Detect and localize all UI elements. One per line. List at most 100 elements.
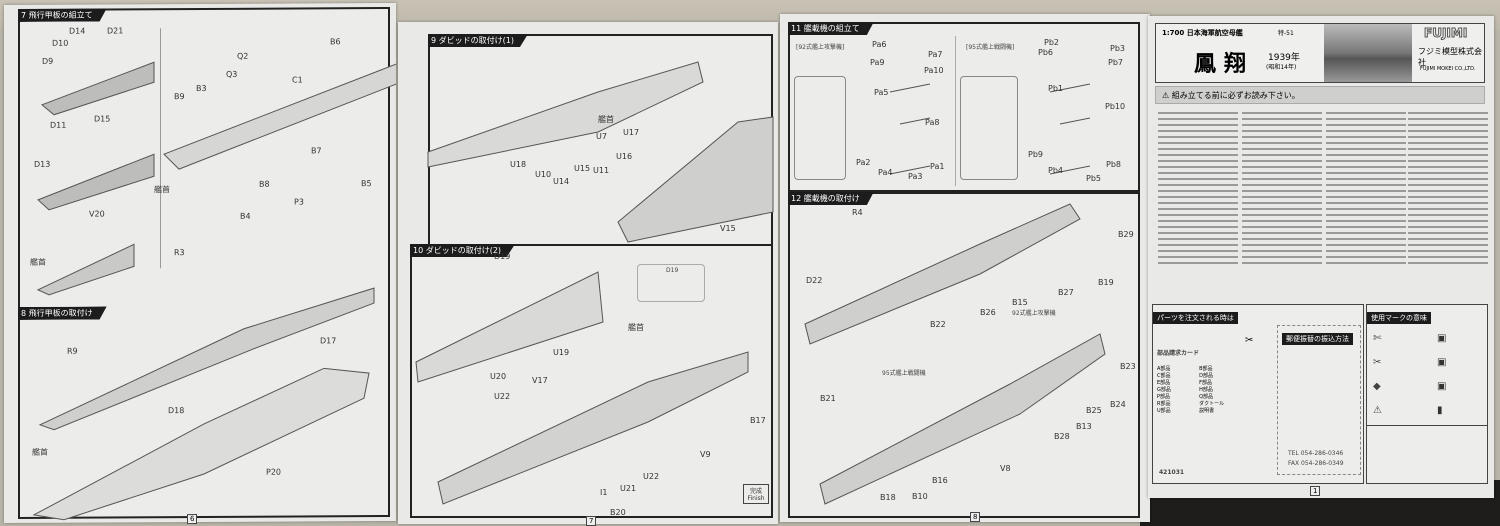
table-row: U部品 説明書 <box>1157 407 1275 414</box>
instruction-text-column <box>1158 108 1238 298</box>
part-label: Q3 <box>226 69 238 79</box>
scissors-icon: ✂ <box>1245 335 1254 346</box>
parts-card-title: 部品請求カード <box>1157 350 1200 357</box>
box-art-image <box>1324 24 1412 82</box>
part-label: Pa9 <box>870 58 885 67</box>
ship-diagrams <box>804 83 1106 505</box>
part-label: I1 <box>600 488 608 497</box>
part-label: B17 <box>750 416 766 425</box>
table-row: R部品ダクトール <box>1157 400 1275 407</box>
fax-number: FAX 054-286-0349 <box>1288 460 1344 467</box>
part-label: B25 <box>1086 406 1102 415</box>
part-label: B10 <box>912 492 928 501</box>
instruction-text-column <box>1326 108 1406 298</box>
ship-diagrams <box>32 61 396 521</box>
divider <box>1367 425 1487 426</box>
part-label: B26 <box>980 308 996 317</box>
notice-text: 組み立てる前に必ずお読み下さい。 <box>1171 91 1300 100</box>
page-number: 6 <box>187 514 198 525</box>
part-label: B27 <box>1058 288 1074 297</box>
part-label: B28 <box>1054 432 1070 441</box>
read-before-assembly-notice: ⚠ 組み立てる前に必ずお読み下さい。 <box>1155 86 1485 104</box>
ship-upper <box>804 203 1081 345</box>
part-label: D22 <box>806 276 823 285</box>
part-label: P3 <box>294 197 304 207</box>
part-label: B5 <box>361 179 372 189</box>
part-label: U21 <box>620 484 637 493</box>
part-label: B21 <box>820 394 836 403</box>
mark-icons: ▣▣▣▮ <box>1437 333 1447 416</box>
instruction-text-column <box>1242 108 1322 298</box>
part-label: B29 <box>1118 230 1134 239</box>
part-label: U19 <box>553 348 570 357</box>
part-label: B16 <box>932 476 948 485</box>
part-label: B4 <box>240 211 251 221</box>
part-label: V9 <box>700 450 711 459</box>
part-label: R4 <box>852 208 863 217</box>
page-number: 8 <box>970 512 981 522</box>
part-label: Pb3 <box>1110 44 1125 53</box>
deck-piece-bow <box>41 61 155 116</box>
bow-direction-label: 艦首 <box>30 257 46 267</box>
instruction-sheet-page-7: 9 ダビッドの取付け(1) 10 ダビッドの取付け(2) D19 U17 U7 … <box>398 22 778 526</box>
bow-direction-label: 艦首 <box>32 447 48 457</box>
part-label: Pb8 <box>1106 160 1121 169</box>
ship-name: 鳳翔 <box>1194 51 1255 77</box>
postal-title: 郵便振替の振込方法 <box>1282 333 1353 345</box>
flight-deck <box>38 287 375 431</box>
cell: 説明書 <box>1199 408 1215 414</box>
page-number: 1 <box>1310 486 1321 496</box>
bow-direction-label: 艦首 <box>154 185 170 195</box>
part-label: U16 <box>616 152 633 161</box>
deck-piece-mid <box>37 153 155 211</box>
part-label: Pa1 <box>930 162 945 171</box>
section-title: パーツを注文される時は <box>1153 312 1238 324</box>
part-label: Pb5 <box>1086 174 1101 183</box>
plane-diagram <box>1049 83 1091 175</box>
scale-series: 1:700 日本海軍航空母艦 <box>1162 29 1243 37</box>
warning-icon: ⚠ <box>1162 91 1172 100</box>
cell: E部品 <box>1157 380 1171 386</box>
ship-stern-view <box>427 61 704 168</box>
cell: Q部品 <box>1199 394 1214 400</box>
part-label: B19 <box>1098 278 1114 287</box>
part-label: B8 <box>259 179 270 189</box>
step-title: 12 艦載機の取付け <box>788 192 874 205</box>
kit-header: 1:700 日本海軍航空母艦 特-51 鳳翔 1939年 (昭和14年) FUJ… <box>1155 23 1485 83</box>
maker-name: フジミ模型株式会社 <box>1418 47 1482 67</box>
divider <box>955 36 956 186</box>
mark-icons: ✄✂◆⚠ <box>1373 333 1382 416</box>
cell: R部品 <box>1157 401 1171 407</box>
cell: A部品 <box>1157 366 1171 372</box>
ship-bow-view <box>617 116 774 243</box>
plane-1-inset <box>794 76 846 180</box>
cell: H部品 <box>1199 387 1213 393</box>
part-label: B13 <box>1076 422 1092 431</box>
part-label: B3 <box>196 83 207 94</box>
part-label: B15 <box>1012 298 1028 307</box>
part-label: Pa5 <box>874 88 889 97</box>
step-title: 11 艦載機の組立て <box>788 22 874 35</box>
part-label: Pb1 <box>1048 84 1063 93</box>
bow-direction-label: 艦首 <box>598 115 614 124</box>
part-label: U22 <box>494 392 511 401</box>
finish-badge: 完成 Finish <box>743 484 769 504</box>
hull <box>32 367 370 521</box>
cell: U部品 <box>1157 408 1171 414</box>
instruction-sheet-page-6: 7 飛行甲板の組立て 8 飛行甲板の取付け D14 D21 D10 D9 D11… <box>4 2 396 525</box>
cell: C部品 <box>1157 373 1171 379</box>
fujimi-logo: FUJIMI <box>1423 26 1468 41</box>
phone-number: TEL 054-286-0346 <box>1288 450 1344 457</box>
part-label: U15 <box>574 164 591 173</box>
part-label: Pb10 <box>1105 102 1126 111</box>
deck-piece-stern <box>36 243 135 296</box>
part-label: B9 <box>174 92 185 102</box>
part-label: U7 <box>596 132 607 141</box>
part-label: D15 <box>94 114 111 124</box>
item-code: 421031 <box>1159 469 1185 476</box>
part-label: D19 <box>666 267 679 274</box>
